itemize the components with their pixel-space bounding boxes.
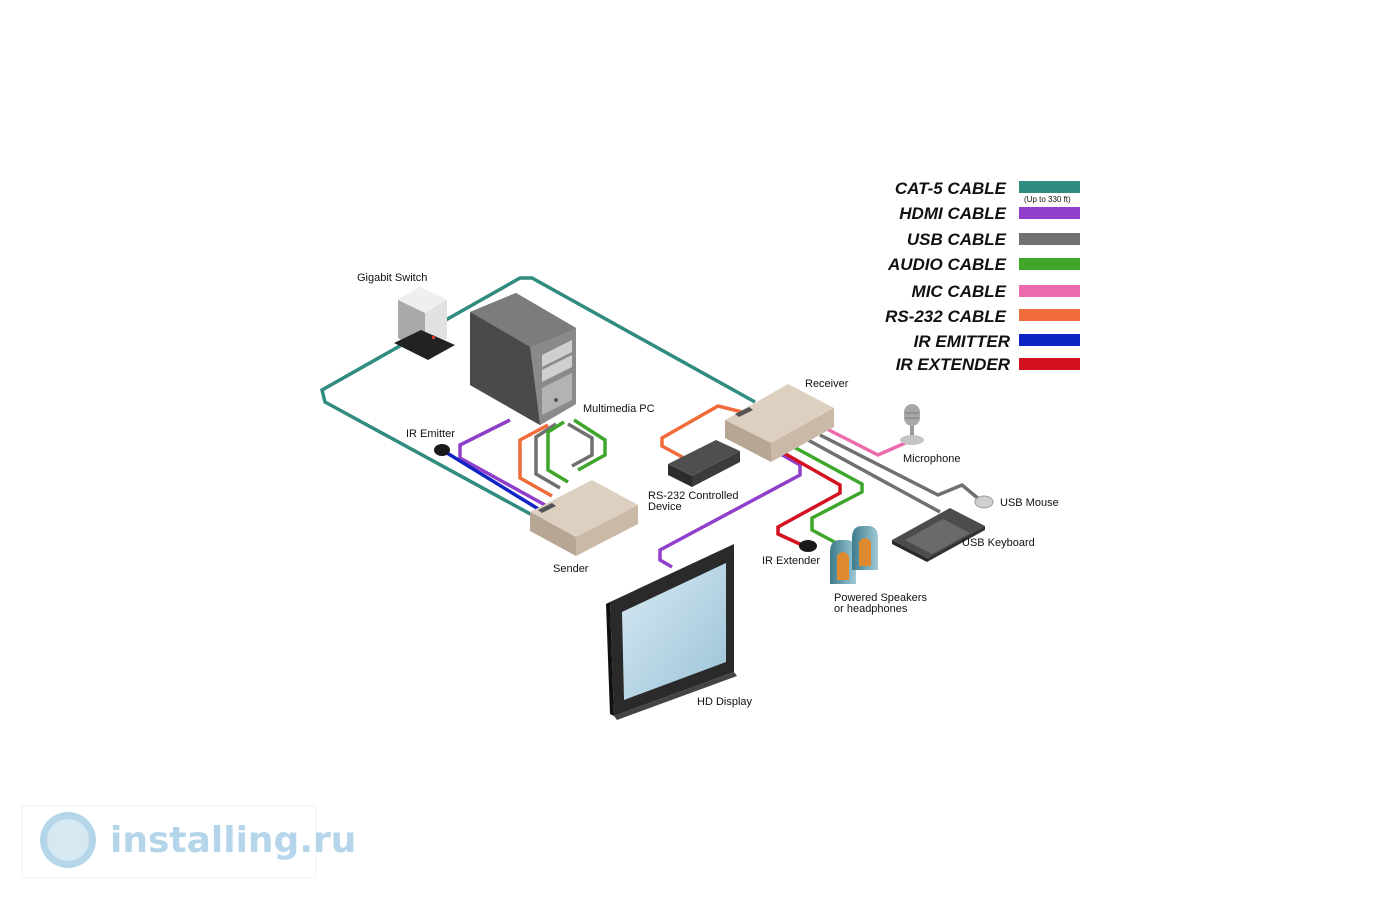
mic-cable xyxy=(824,426,913,457)
audio-cable-receiver xyxy=(791,444,864,547)
legend-audio-label: AUDIO CABLE xyxy=(887,255,1007,274)
legend-cat5-label: CAT-5 CABLE xyxy=(895,179,1007,198)
ir-extender-device xyxy=(799,540,817,552)
rs232-device-label-line1: RS-232 Controlled xyxy=(648,490,739,502)
legend-audio-swatch xyxy=(1019,258,1080,270)
rs232-device xyxy=(668,440,740,487)
watermark-text: installing.ru xyxy=(110,820,356,861)
legend-mic-swatch xyxy=(1019,285,1080,297)
legend-cat5-swatch xyxy=(1019,181,1080,193)
usb-cable-mouse xyxy=(819,433,982,502)
rs232-device-label-line2: Device xyxy=(648,501,682,513)
usb-cable-pc xyxy=(534,422,561,490)
microphone-device xyxy=(900,404,924,445)
speakers-device xyxy=(830,526,878,584)
cables xyxy=(319,276,982,569)
legend-mic-label: MIC CABLE xyxy=(912,282,1007,301)
microphone-label: Microphone xyxy=(903,453,960,465)
rs232-cable-pc xyxy=(518,423,553,498)
watermark: installing.ru xyxy=(21,805,356,879)
legend-ir-emitter-swatch xyxy=(1019,334,1080,346)
hd-display-label: HD Display xyxy=(697,696,753,708)
legend-hdmi-swatch xyxy=(1019,207,1080,219)
legend-ir-emitter-label: IR EMITTER xyxy=(914,332,1011,351)
legend-ir-extender-swatch xyxy=(1019,358,1080,370)
multimedia-pc-device xyxy=(470,293,576,425)
gigabit-switch-label: Gigabit Switch xyxy=(357,272,427,284)
usb-mouse-device xyxy=(974,495,994,509)
legend-hdmi-label: HDMI CABLE xyxy=(899,204,1006,223)
hd-display-device xyxy=(606,544,737,720)
legend-usb-swatch xyxy=(1019,233,1080,245)
speakers-label-line1: Powered Speakers xyxy=(834,592,927,604)
ir-emitter-device xyxy=(434,444,450,456)
hdmi-cable-pc xyxy=(458,418,546,507)
usb-mouse-label: USB Mouse xyxy=(1000,497,1059,509)
legend-usb-label: USB CABLE xyxy=(907,230,1007,249)
speakers-label-line2: or headphones xyxy=(834,603,908,615)
rs232-cable-receiver xyxy=(660,404,743,460)
sender-label: Sender xyxy=(553,563,589,575)
receiver-label: Receiver xyxy=(805,378,849,390)
legend-rs232-swatch xyxy=(1019,309,1080,321)
legend-ir-extender-label: IR EXTENDER xyxy=(896,355,1011,374)
audio-cable-pc-2 xyxy=(573,418,607,472)
gigabit-switch-device xyxy=(394,287,455,360)
hdmi-cable-receiver xyxy=(658,446,802,569)
ir-emitter-label: IR Emitter xyxy=(406,428,455,440)
ir-emitter-cable xyxy=(446,451,541,512)
cable-legend: CAT-5 CABLE (Up to 330 ft) HDMI CABLE US… xyxy=(885,179,1080,374)
usb-keyboard-device xyxy=(892,508,985,562)
usb-cable-keyboard xyxy=(807,438,941,514)
audio-cable-pc-1 xyxy=(546,420,569,484)
legend-rs232-label: RS-232 CABLE xyxy=(885,307,1007,326)
ir-extender-cable xyxy=(776,450,842,547)
sender-device xyxy=(530,480,638,556)
legend-cat5-note: (Up to 330 ft) xyxy=(1024,195,1071,204)
multimedia-pc-label: Multimedia PC xyxy=(583,403,655,415)
ir-extender-label: IR Extender xyxy=(762,555,820,567)
usb-cable-pc-2 xyxy=(567,422,594,468)
receiver-device xyxy=(725,384,834,462)
usb-keyboard-label: USB Keyboard xyxy=(962,537,1035,549)
